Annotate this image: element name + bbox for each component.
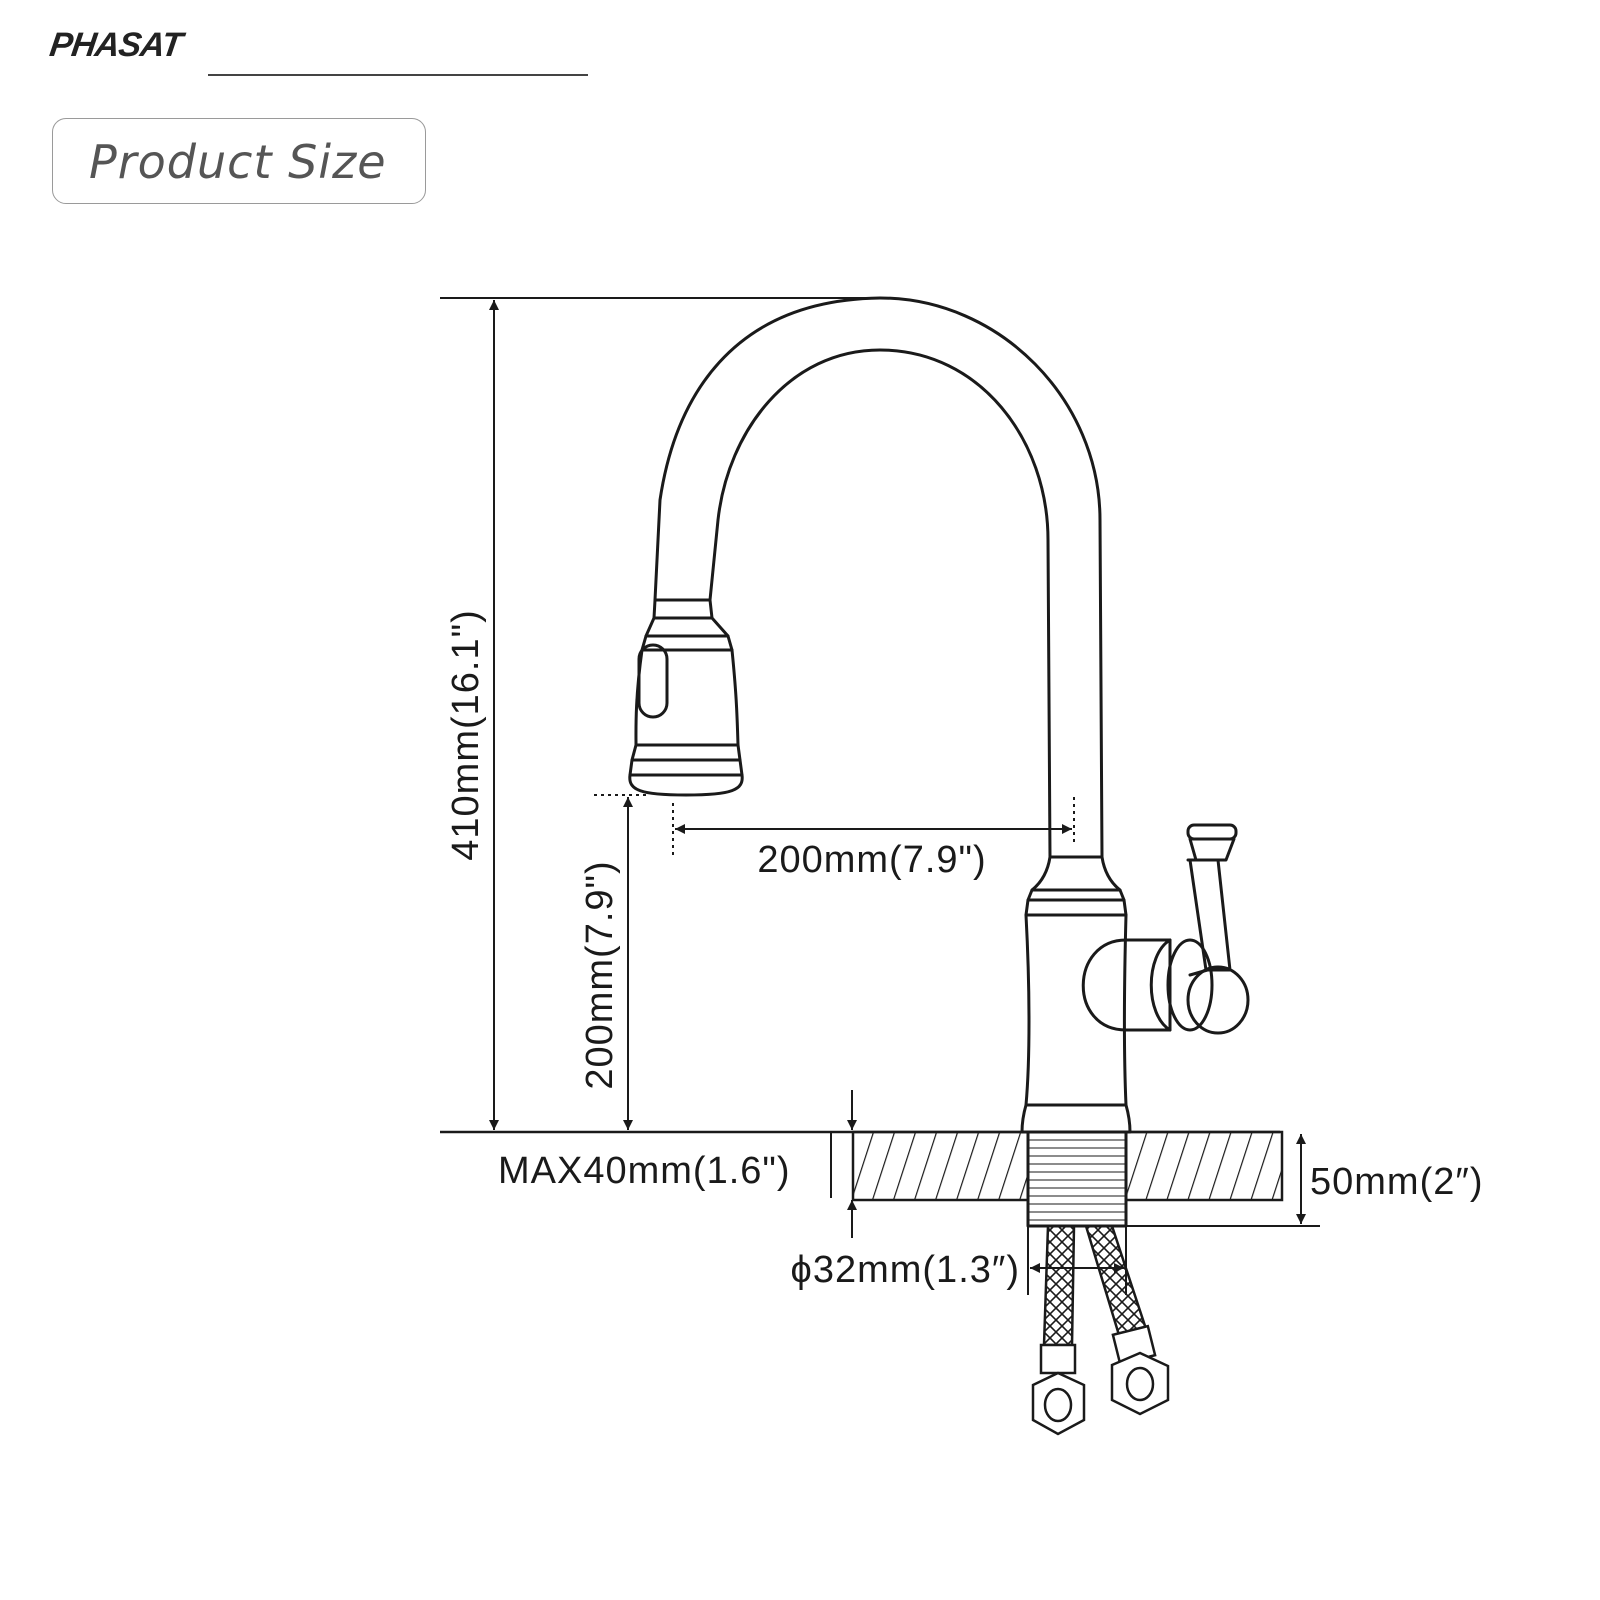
- spray-head: [628, 598, 744, 797]
- spout-height-label: 200mm(7.9"): [579, 860, 621, 1089]
- total-height-label: 410mm(16.1"): [445, 609, 487, 860]
- dimension-lines: [440, 297, 1320, 1295]
- faucet-outline: [628, 296, 1250, 1228]
- spout-inner-curve: [708, 348, 1052, 859]
- body-neck: [1030, 855, 1122, 892]
- hole-diameter-label: ϕ32mm(1.3″): [791, 1249, 1020, 1291]
- shank: [1026, 1130, 1128, 1228]
- spout-reach-label: 200mm(7.9"): [757, 839, 986, 881]
- section-title-frame: Product Size: [52, 118, 426, 204]
- header-rule: [208, 74, 588, 76]
- handle-hub: [1124, 938, 1172, 1032]
- handle-lever: [1188, 858, 1232, 972]
- section-title: Product Size: [89, 135, 387, 189]
- spout-outer-curve: [653, 296, 1104, 859]
- faucet-body: [1024, 913, 1128, 1107]
- spray-button: [637, 643, 669, 719]
- shank-length-label: 50mm(2″): [1310, 1161, 1483, 1203]
- supply-hoses: [1031, 1224, 1170, 1436]
- countertop: [440, 1130, 1284, 1202]
- max-deck-thickness-label: MAX40mm(1.6"): [498, 1150, 791, 1192]
